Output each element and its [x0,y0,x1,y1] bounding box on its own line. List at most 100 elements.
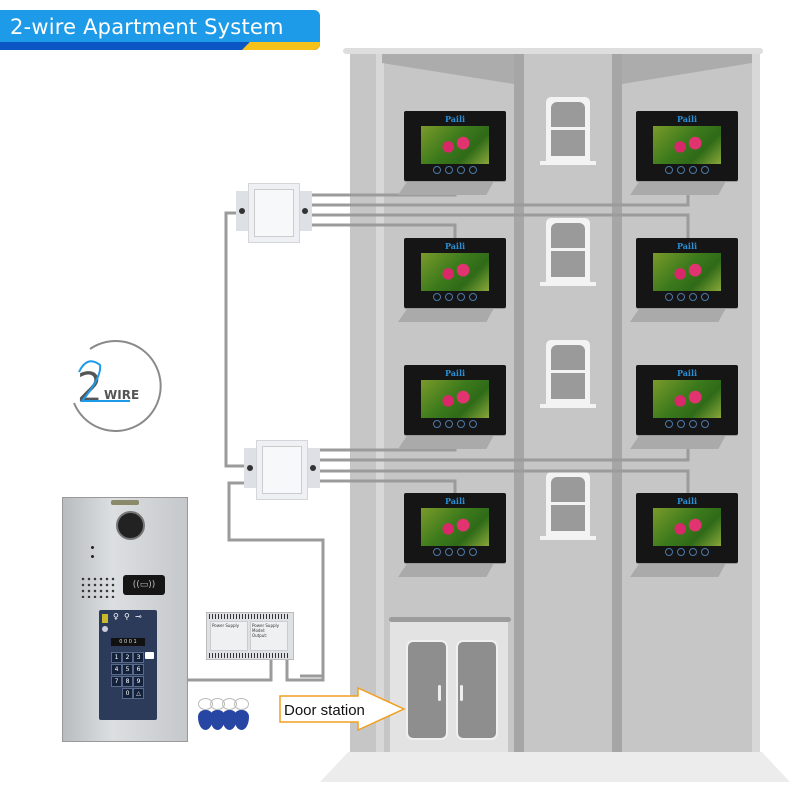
monitor-button[interactable] [689,166,697,174]
monitor-buttons [404,159,506,178]
keypad-key[interactable]: 4 [111,664,122,675]
monitor-buttons [636,159,738,178]
window [540,472,596,540]
monitor-button[interactable] [469,293,477,301]
search-icon: ⚲ [124,612,130,621]
door-handle [438,685,441,701]
keypad-key[interactable]: 6 [133,664,144,675]
page-title: 2-wire Apartment System [10,15,284,39]
monitor-button[interactable] [677,166,685,174]
keypad-key[interactable]: 9 [133,676,144,687]
keypad-display: 0 0 0 1 [111,638,145,646]
monitor-button[interactable] [433,166,441,174]
building-base [320,752,790,782]
keypad-key[interactable]: 3 [133,652,144,663]
monitor-button[interactable] [689,548,697,556]
monitor-button[interactable] [457,420,465,428]
wire [310,469,690,493]
monitor-button[interactable] [457,293,465,301]
monitor-shelf [630,181,726,195]
distributor-label-plate [254,189,294,237]
bell-key[interactable]: △ [133,688,144,699]
card-icon [145,652,154,659]
monitor-button[interactable] [701,293,709,301]
monitor-button[interactable] [445,293,453,301]
monitor-screen [653,380,721,418]
monitor-button[interactable] [469,166,477,174]
indoor-monitor: Paili [636,365,738,435]
monitor-button[interactable] [469,420,477,428]
monitor-screen [421,508,489,546]
monitor-button[interactable] [701,420,709,428]
monitor-button[interactable] [677,293,685,301]
camera-icon [116,511,145,540]
building-column [514,54,524,754]
monitor-button[interactable] [457,548,465,556]
led-indicator [111,500,139,505]
keypad-key[interactable]: 1 [111,652,122,663]
logo-accent [78,360,130,402]
window [540,218,596,286]
indoor-monitor: Paili [404,111,506,181]
monitor-screen [421,253,489,291]
distributor-lower [244,440,320,500]
key-fob [222,710,237,730]
monitor-button[interactable] [433,420,441,428]
banner-stripe [0,42,320,50]
monitor-brand: Paili [676,114,698,124]
wire [224,211,248,468]
monitor-button[interactable] [457,166,465,174]
keypad-key[interactable]: 8 [122,676,133,687]
wire [302,180,690,207]
keypad-key[interactable]: 2 [122,652,133,663]
monitor-button[interactable] [433,548,441,556]
monitor-button[interactable] [689,420,697,428]
monitor-screen [653,253,721,291]
entrance-awning [389,617,511,622]
monitor-button[interactable] [677,420,685,428]
building-pilaster-left [376,54,384,754]
monitor-button[interactable] [677,548,685,556]
monitor-button[interactable] [469,548,477,556]
title-banner: 2-wire Apartment System [0,10,320,50]
monitor-button[interactable] [445,420,453,428]
monitor-shelf [398,181,494,195]
keypad-key[interactable]: 5 [122,664,133,675]
monitor-button[interactable] [689,293,697,301]
keypad-key[interactable]: 0 [122,688,133,699]
wire [302,223,457,238]
wire [310,479,457,493]
speaker-grille [80,576,116,598]
monitor-button[interactable] [445,548,453,556]
monitor-button[interactable] [701,166,709,174]
monitor-buttons [636,286,738,305]
monitor-button[interactable] [665,166,673,174]
monitor-brand: Paili [676,496,698,506]
monitor-buttons [636,541,738,560]
distributor-label-plate [262,446,302,494]
monitor-button[interactable] [665,548,673,556]
monitor-brand: Paili [444,241,466,251]
keypad-key[interactable]: 7 [111,676,122,687]
monitor-screen [421,126,489,164]
key-fob [234,710,249,730]
key-icon: ⊸ [135,612,142,621]
monitor-button[interactable] [701,548,709,556]
monitor-button[interactable] [445,166,453,174]
monitor-button[interactable] [665,420,673,428]
monitor-screen [653,508,721,546]
monitor-shelf [398,435,494,449]
key-fob [198,710,213,730]
monitor-shelf [398,308,494,322]
wire [285,656,325,682]
monitor-brand: Paili [444,368,466,378]
monitor-brand: Paili [444,496,466,506]
wire [227,481,325,678]
monitor-button[interactable] [433,293,441,301]
indoor-monitor: Paili [404,365,506,435]
logo-digit: 2 [77,365,102,411]
monitor-button[interactable] [665,293,673,301]
